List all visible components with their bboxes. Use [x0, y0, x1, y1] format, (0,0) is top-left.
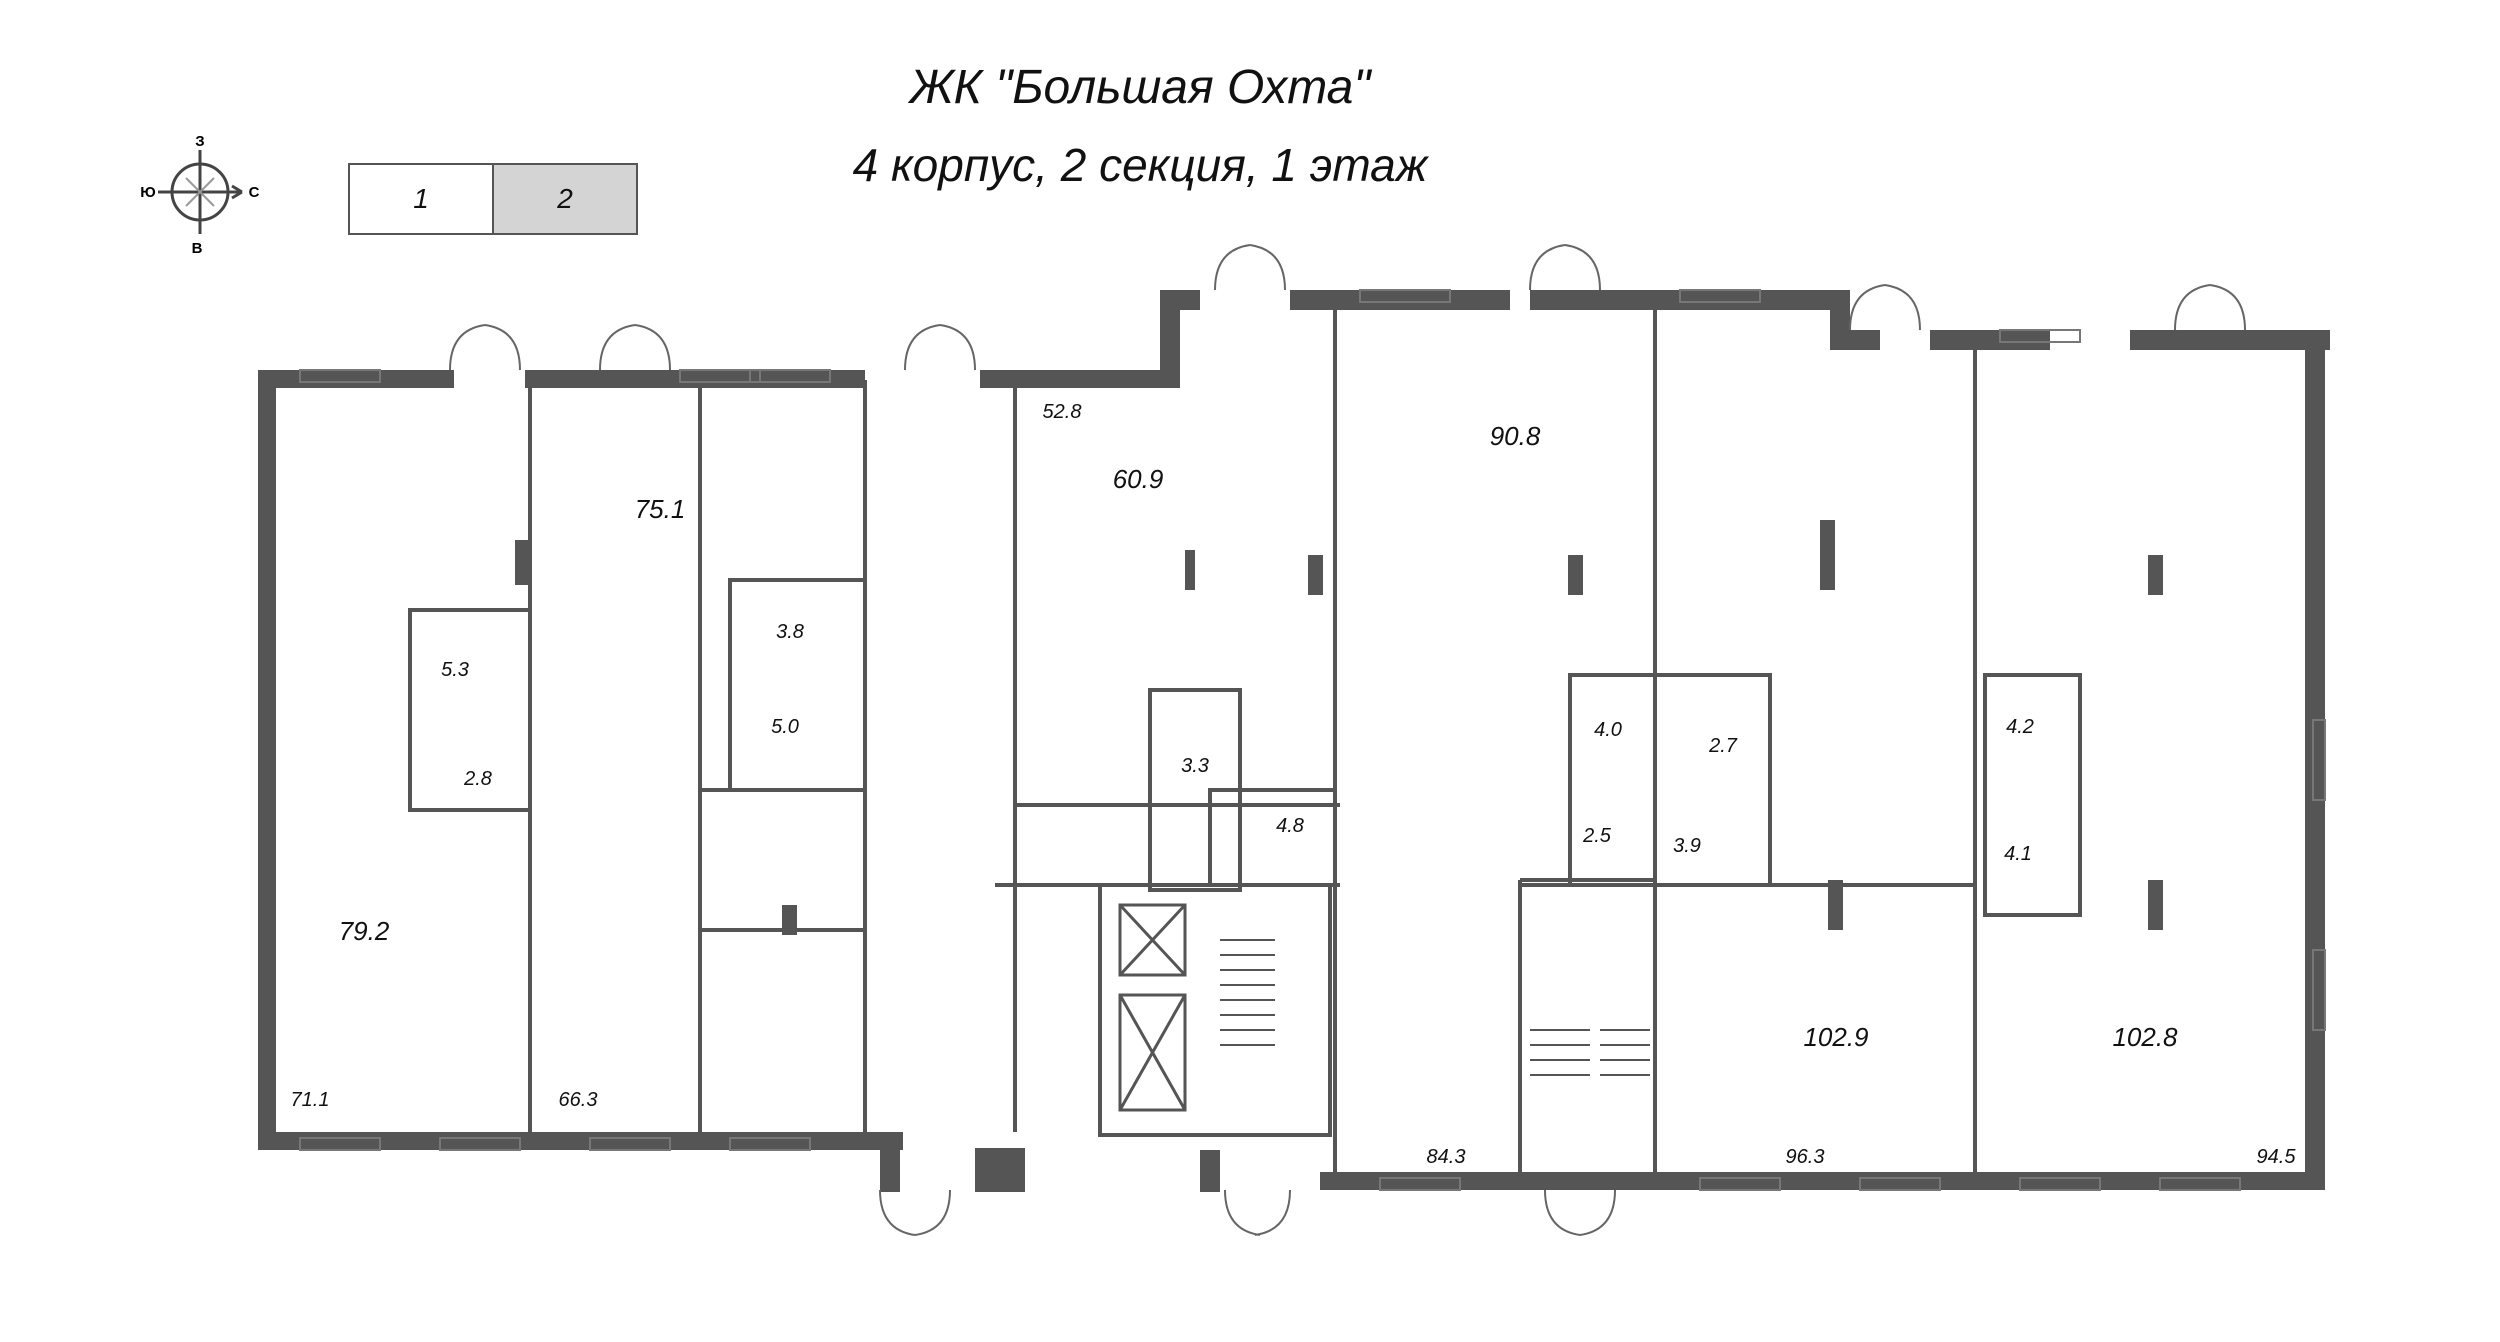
compass-icon — [158, 150, 243, 234]
room-area-102-8: 102.8 — [2112, 1022, 2178, 1052]
exterior-walls — [258, 290, 2330, 1192]
room-area-3-9: 3.9 — [1673, 835, 1701, 857]
room-area-4-8: 4.8 — [1276, 815, 1304, 837]
compass-e-label: С — [249, 184, 260, 201]
room-area-60-9: 60.9 — [1113, 464, 1164, 494]
room-area-52-8: 52.8 — [1043, 401, 1082, 423]
doors — [449, 244, 2246, 1236]
room-area-102-9: 102.9 — [1803, 1022, 1868, 1052]
section-button-2[interactable]: 2 — [492, 163, 638, 235]
room-area-66-3: 66.3 — [559, 1089, 598, 1111]
room-area-84-3: 84.3 — [1427, 1146, 1466, 1168]
section-button-1[interactable]: 1 — [348, 163, 494, 235]
room-area-79-2: 79.2 — [339, 916, 390, 946]
room-area-96-3: 96.3 — [1786, 1146, 1825, 1168]
room-area-2-8: 2.8 — [463, 768, 492, 790]
room-area-3-8: 3.8 — [776, 621, 804, 643]
room-labels: 79.2 71.1 5.3 2.8 75.1 66.3 3.8 5.0 52.8… — [291, 401, 2297, 1168]
compass-w-label: Ю — [140, 184, 155, 201]
room-area-90-8: 90.8 — [1490, 421, 1541, 451]
room-area-5-0: 5.0 — [771, 716, 799, 738]
room-area-2-5: 2.5 — [1582, 825, 1612, 847]
floor-subtitle: 4 корпус, 2 секция, 1 этаж — [852, 139, 1428, 191]
room-area-4-1: 4.1 — [2004, 843, 2032, 865]
room-area-4-2: 4.2 — [2006, 716, 2034, 738]
stairs — [1220, 939, 1650, 1076]
room-area-3-3: 3.3 — [1181, 755, 1209, 777]
room-area-75-1: 75.1 — [635, 494, 686, 524]
compass-n-label: З — [195, 133, 204, 150]
room-area-2-7: 2.7 — [1708, 735, 1738, 757]
interior-walls — [408, 300, 2082, 1182]
windows — [299, 289, 2326, 1191]
room-area-4-0: 4.0 — [1594, 719, 1622, 741]
elevator-shafts — [1118, 903, 1187, 1112]
compass-s-label: В — [192, 240, 203, 257]
room-area-5-3: 5.3 — [441, 659, 469, 681]
columns — [515, 520, 2163, 935]
complex-title: ЖК "Большая Охта" — [909, 61, 1371, 114]
room-area-94-5: 94.5 — [2257, 1146, 2297, 1168]
room-area-71-1: 71.1 — [291, 1089, 330, 1111]
